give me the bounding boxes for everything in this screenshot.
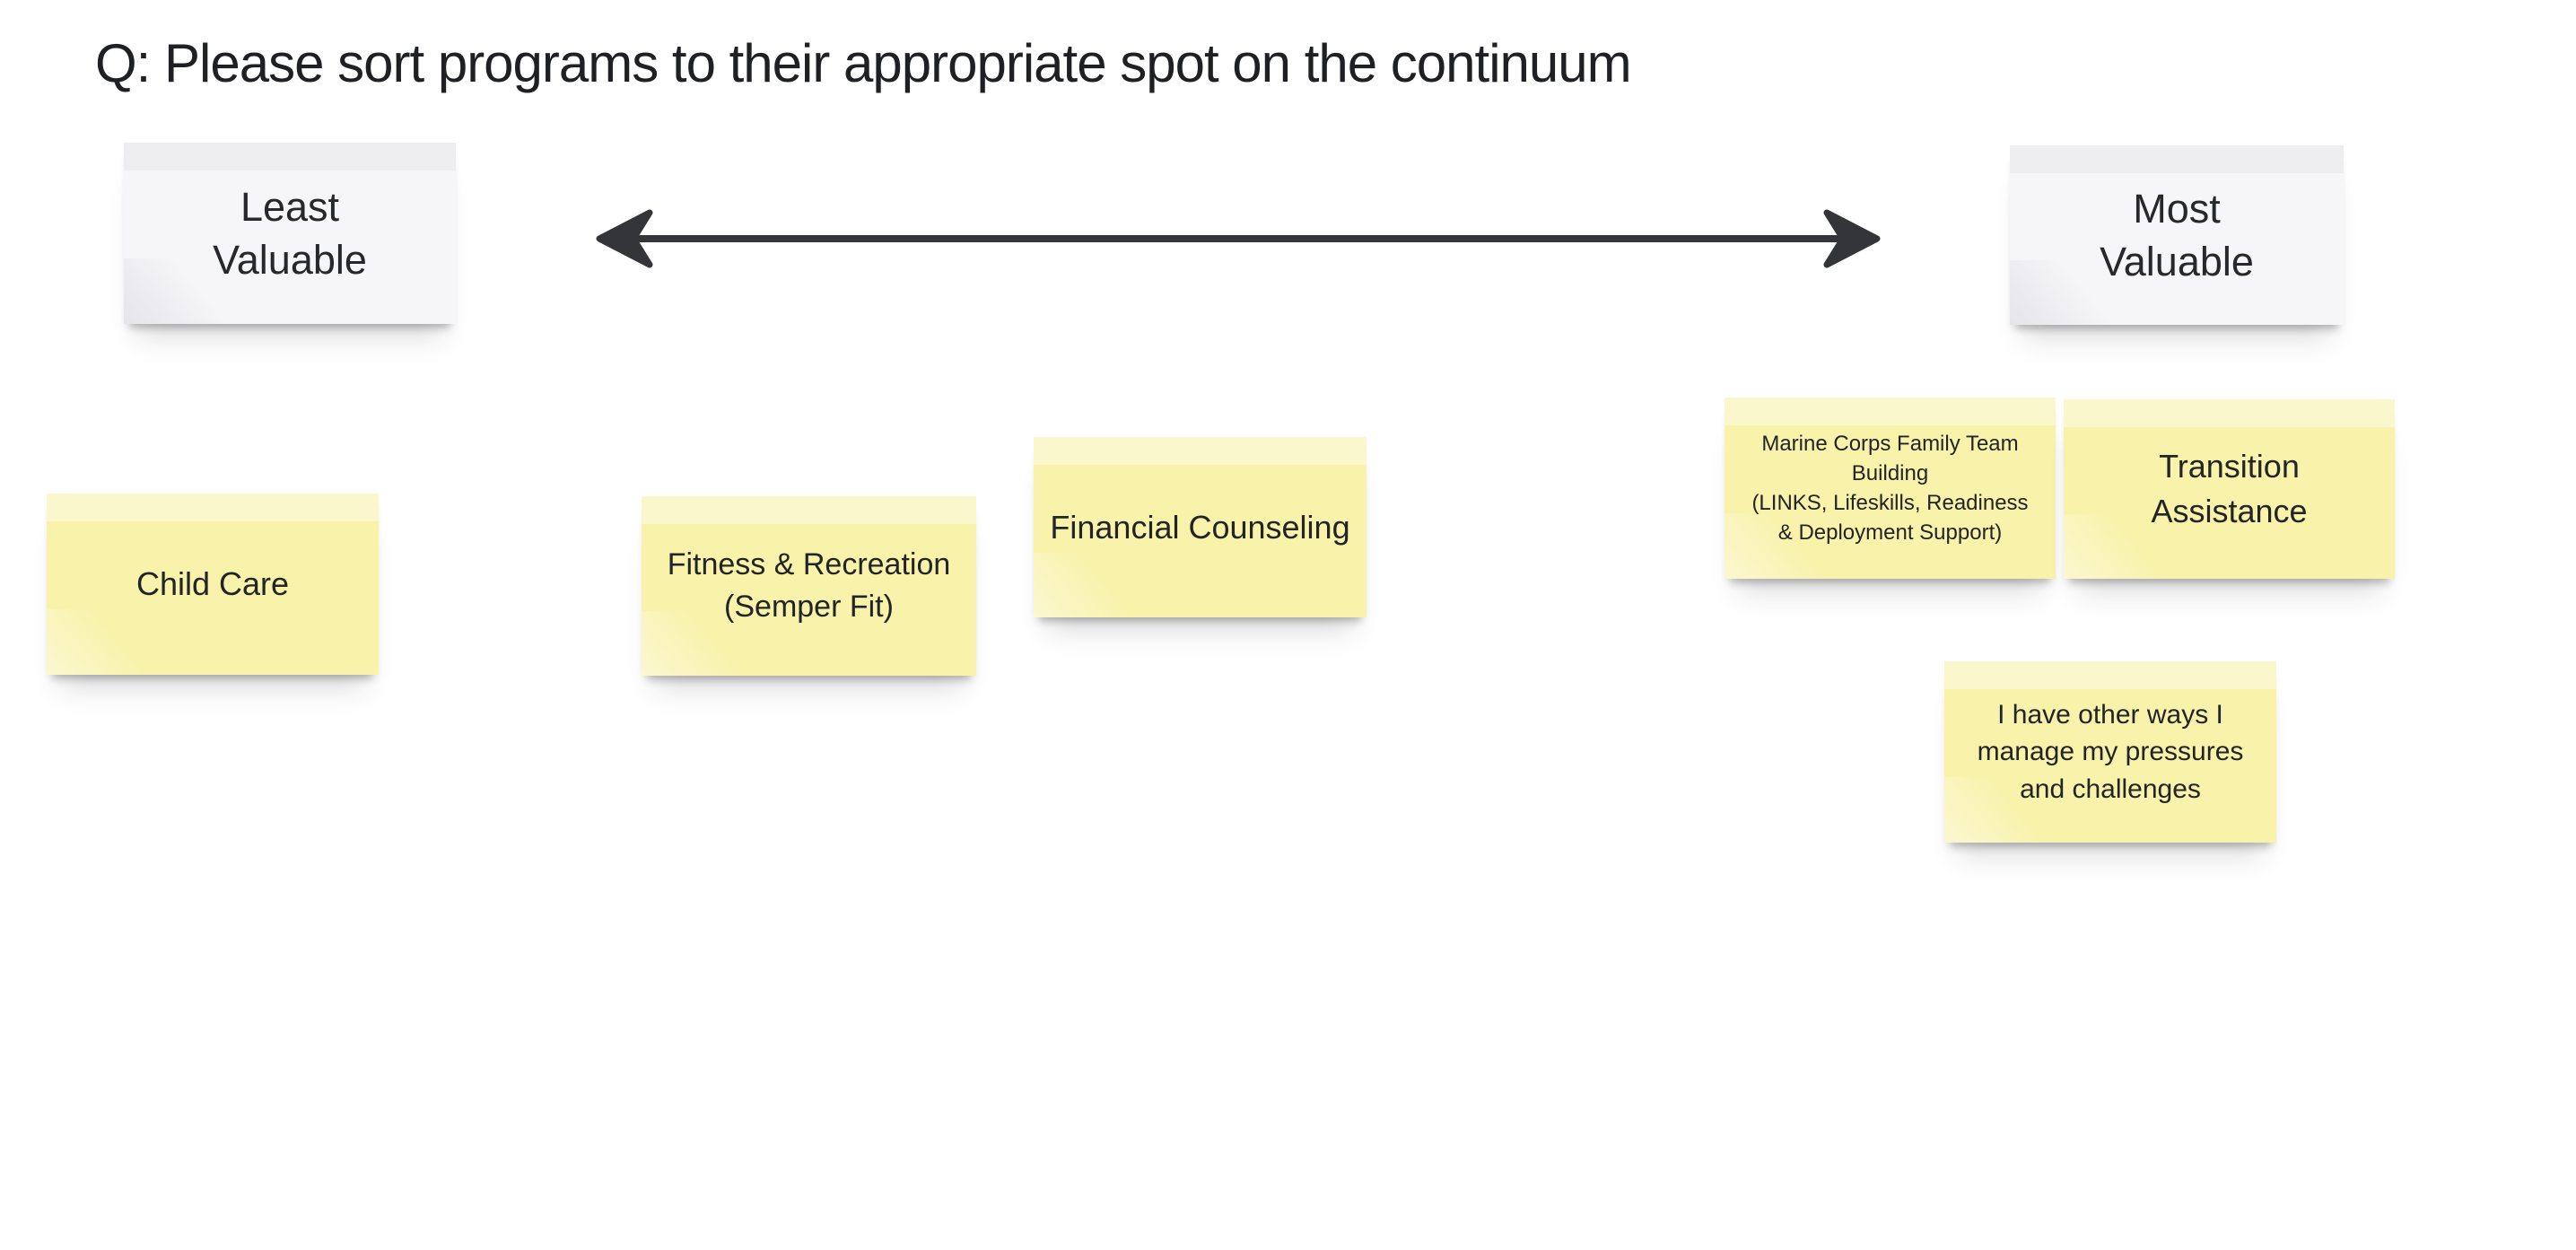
anchor-note-most-valuable[interactable]: Most Valuable <box>2010 145 2344 325</box>
note-text: Most Valuable <box>2100 185 2254 284</box>
board-title[interactable]: Q: Please sort programs to their appropr… <box>95 33 1632 93</box>
arrowhead-left-icon <box>596 209 653 268</box>
note-child-care[interactable]: Child Care <box>47 494 379 675</box>
note-financial-counseling[interactable]: Financial Counseling <box>1034 437 1367 618</box>
arrowhead-right-icon <box>1823 209 1881 268</box>
note-text: Least Valuable <box>213 183 367 283</box>
note-marine-corps-family-team-building[interactable]: Marine Corps Family Team Building (LINKS… <box>1725 398 2056 579</box>
note-text: Marine Corps Family Team Building (LINKS… <box>1751 431 2029 546</box>
note-text: Transition Assistance <box>2151 448 2308 529</box>
note-text: Fitness & Recreation (Semper Fit) <box>667 547 951 624</box>
anchor-note-least-valuable[interactable]: Least Valuable <box>124 143 456 324</box>
note-text: Child Care <box>135 565 290 603</box>
continuum-arrow[interactable] <box>592 203 1884 275</box>
note-transition-assistance[interactable]: Transition Assistance <box>2064 399 2395 579</box>
note-text: Financial Counseling <box>1050 508 1350 546</box>
note-fitness-recreation[interactable]: Fitness & Recreation (Semper Fit) <box>642 496 976 676</box>
note-text: I have other ways I manage my pressures … <box>1977 699 2244 804</box>
note-i-have-other-ways[interactable]: I have other ways I manage my pressures … <box>1944 661 2276 843</box>
